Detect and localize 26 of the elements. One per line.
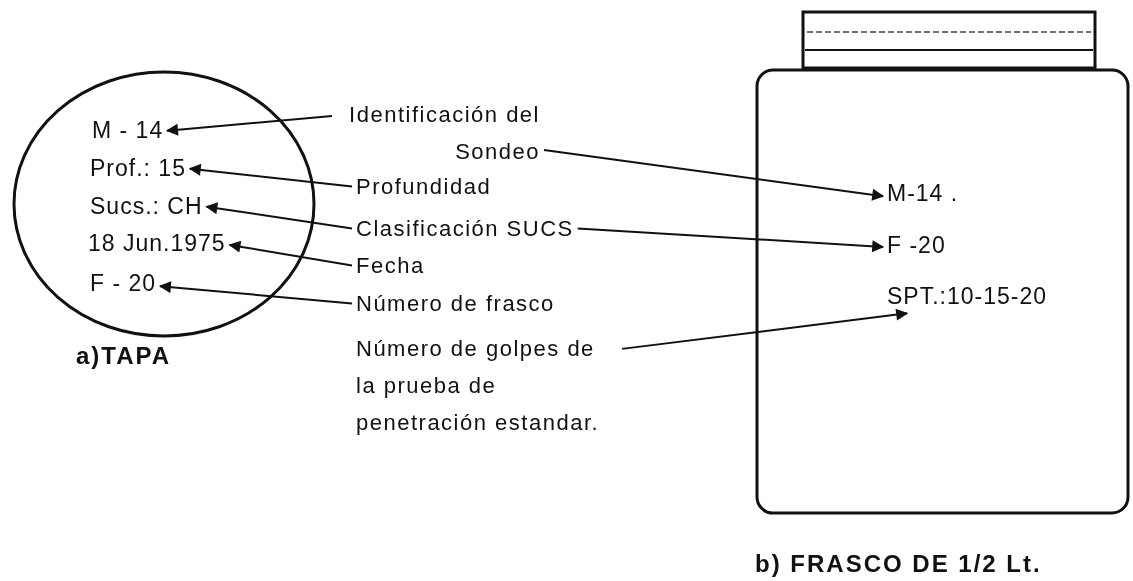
label-text: SPT.:10-15-20 xyxy=(887,284,1048,310)
leader-arrow xyxy=(576,227,885,253)
leader-arrow xyxy=(158,281,353,305)
leader-arrow xyxy=(543,149,885,201)
callout-label: Fecha xyxy=(356,247,425,284)
label-text: Sucs.: CH xyxy=(90,194,203,220)
leader-arrow xyxy=(166,115,333,136)
callout-label: Clasificación SUCS xyxy=(356,210,574,247)
leader-arrow xyxy=(188,163,353,188)
label-text: 18 Jun.1975 xyxy=(88,231,226,257)
label-text: F - 20 xyxy=(90,271,157,297)
label-text: M-14 . xyxy=(887,181,959,207)
callout-label: Número de frasco xyxy=(356,285,555,322)
lid-circle xyxy=(12,70,316,338)
figure-caption: a)TAPA xyxy=(76,342,172,370)
label-text: F -20 xyxy=(887,233,946,259)
callout-label: Identificación del Sondeo xyxy=(336,96,540,170)
callout-label: Profundidad xyxy=(356,168,492,205)
leader-arrow xyxy=(621,308,909,350)
leader-arrow xyxy=(228,240,353,267)
label-text: Prof.: 15 xyxy=(90,156,186,182)
jar-body xyxy=(755,68,1130,515)
leader-arrow xyxy=(205,202,353,230)
figure-caption: b) FRASCO DE 1/2 Lt. xyxy=(755,550,1042,578)
label-text: M - 14 xyxy=(92,118,164,144)
callout-label: Número de golpes de la prueba de penetración estandar. xyxy=(356,330,618,441)
